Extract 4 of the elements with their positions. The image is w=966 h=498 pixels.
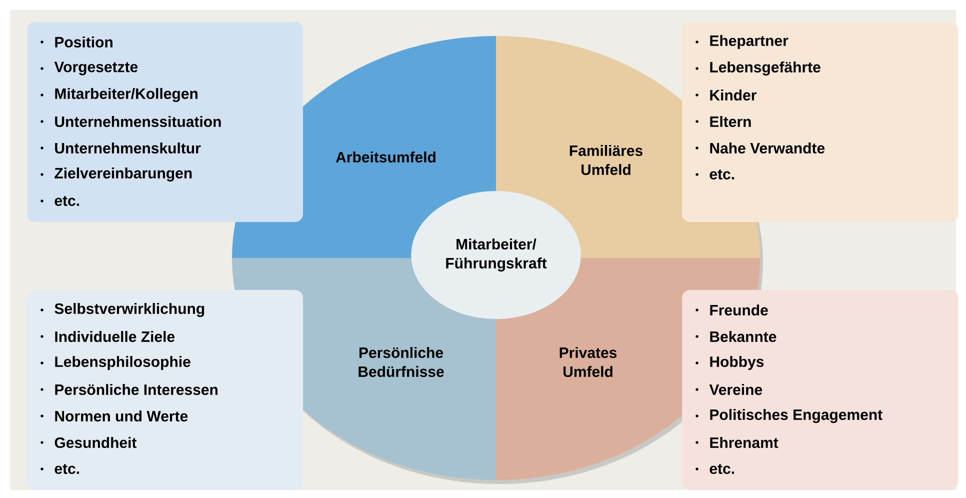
list-box: Selbstverwirklichung Individuelle Ziele Lebensphilosophie Persönliche Interessen Normen und Werte Gesundheit etc. — [27, 290, 303, 490]
list-box: Ehepartner Lebensgefährte Kinder Eltern Nahe Verwandte etc. — [682, 22, 958, 222]
list-box: Position Vorgesetzte Mitarbeiter/Kollegen Unternehmenssituation Unternehmenskultur Zielvereinbarungen etc. — [27, 22, 303, 222]
list-box: Freunde Bekannte Hobbys Vereine Politisches Engagement Ehrenamt etc. — [682, 290, 958, 490]
